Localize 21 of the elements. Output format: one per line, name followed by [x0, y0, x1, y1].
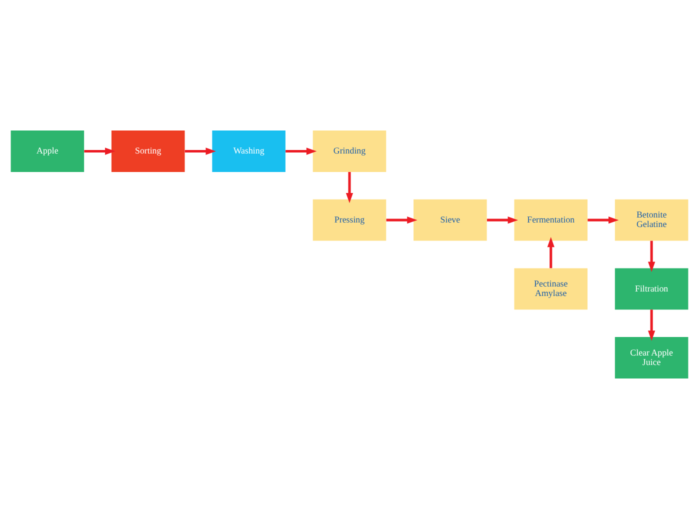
node-box: Fermentation — [514, 199, 588, 241]
arrow — [648, 310, 656, 341]
arrow — [184, 148, 216, 155]
arrow — [588, 216, 619, 224]
node-box: Sieve — [414, 199, 487, 241]
arrow — [346, 172, 354, 204]
arrow — [486, 216, 518, 224]
node-box: Washing — [212, 130, 286, 172]
node-box: Sorting — [111, 130, 185, 172]
arrow — [286, 148, 317, 155]
node-box: Apple — [10, 130, 84, 172]
node-box: Pectinase Amylase — [514, 268, 588, 310]
node-box: Grinding — [312, 130, 386, 172]
arrow — [547, 236, 554, 268]
node-box: Betonite Gelatine — [614, 199, 688, 241]
node-box: Clear Apple Juice — [614, 337, 688, 378]
node-box: Filtration — [614, 268, 688, 310]
arrow — [648, 240, 656, 272]
arrow — [84, 148, 116, 155]
node-box: Pressing — [312, 199, 386, 241]
arrow — [386, 216, 418, 224]
